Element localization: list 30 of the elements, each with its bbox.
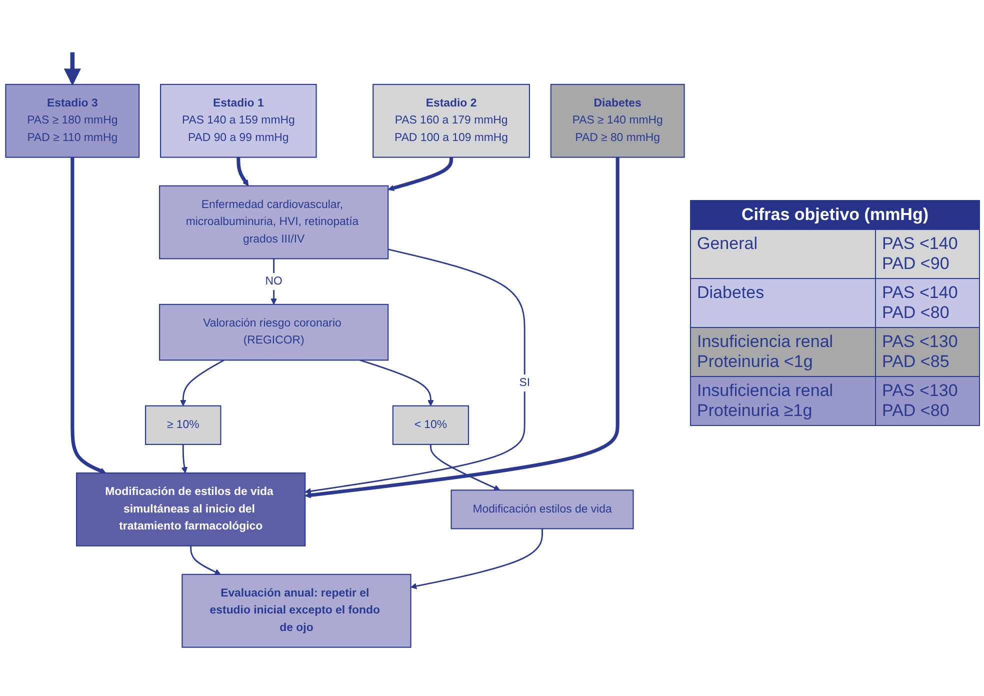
- arrow: [304, 248, 526, 494]
- node-box: [450, 490, 634, 530]
- arrow: [64, 52, 81, 86]
- node-box: [160, 84, 317, 158]
- flowchart: NO SI Estadio 1 PAS 140 a 159 mmHg PAD 90 a 99 mmHg Estadio 2 PAS 160 a 179 mmHg PAD 100 a 109 mmHg Estadio 3 PAS ≥ 180 mmHg PAD ≥ 110 mmHg Diabetes PAS ≥ 140 mmHg PAD ≥ 80 mmHg Enfermedad cardiovascular, microalbuminuria, HVI, retinopatía grados III/IV Valoración riesgo coronario (REGICOR) Modificación de estilos de vida simultáneas al inicio del tratamiento farmacológico ≥ 10% < 10% Modificación estilos de vida Evaluación anual: repetir el estudio inicial excepto el fondo de ojo: [0, 43, 690, 653]
- arrow: [430, 444, 500, 491]
- arrow: [70, 157, 106, 474]
- table-cell: Insuficiencia renal Proteinuria ≥1g: [690, 376, 876, 426]
- node-box: [372, 84, 530, 158]
- arrow: [304, 157, 620, 498]
- node-box: [76, 472, 306, 546]
- arrow: [181, 444, 188, 474]
- arrow: [388, 157, 454, 192]
- arrow: [410, 528, 543, 590]
- arrow: [180, 360, 224, 406]
- node-box: [182, 574, 412, 648]
- table-header: Cifras objetivo (mmHg): [690, 200, 980, 230]
- node-box: [159, 185, 389, 260]
- arrow: [236, 157, 249, 186]
- edge-label: NO: [265, 275, 282, 288]
- arrow: [270, 258, 277, 305]
- node-box: [145, 405, 222, 445]
- node-box: [392, 405, 470, 445]
- edge-label: SI: [519, 376, 530, 389]
- arrow: [190, 546, 221, 575]
- table-cell: PAS <130 PAD <80: [876, 376, 980, 426]
- node-box: [5, 84, 140, 158]
- arrow: [360, 359, 434, 406]
- node-box: [159, 304, 389, 361]
- node-box: [550, 84, 685, 158]
